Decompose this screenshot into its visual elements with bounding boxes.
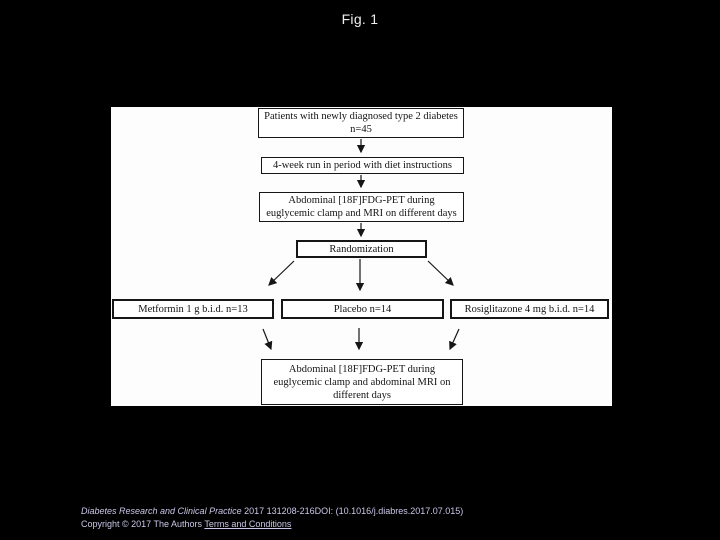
copyright-text: Copyright © 2017 The Authors	[81, 519, 205, 529]
figure-title: Fig. 1	[341, 11, 379, 27]
flow-box-pet-baseline: Abdominal [18F]FDG-PET during euglycemic…	[259, 192, 464, 222]
flow-box-pet-followup-line2: euglycemic clamp and abdominal MRI on	[273, 376, 451, 388]
flow-box-runin-label: 4-week run in period with diet instructi…	[272, 160, 453, 171]
flow-box-randomization: Randomization	[296, 240, 427, 258]
flow-box-randomization-label: Randomization	[329, 243, 394, 255]
flow-box-placebo-arm: Placebo n=14	[281, 299, 444, 319]
flow-box-pet-followup-line3: different days	[333, 389, 391, 401]
flow-box-placebo-label: Placebo n=14	[333, 303, 392, 315]
terms-and-conditions-link[interactable]: Terms and Conditions	[204, 519, 292, 529]
flow-box-patients-line1: Patients with newly diagnosed type 2 dia…	[264, 111, 458, 122]
flow-box-patients-line2: n=45	[350, 124, 372, 135]
flow-box-metformin-arm: Metformin 1 g b.i.d. n=13	[112, 299, 274, 319]
flow-box-pet-baseline-line1: Abdominal [18F]FDG-PET during	[288, 195, 435, 206]
flow-box-rosiglitazone-arm: Rosiglitazone 4 mg b.i.d. n=14	[450, 299, 609, 319]
flow-arrows	[262, 139, 460, 351]
citation-footer: Diabetes Research and Clinical Practice …	[81, 505, 641, 531]
flowchart-figure: Patients with newly diagnosed type 2 dia…	[111, 107, 612, 406]
flow-box-pet-followup: Abdominal [18F]FDG-PET during euglycemic…	[261, 359, 463, 405]
citation-doi: DOI: (10.1016/j.diabres.2017.07.015)	[314, 506, 464, 516]
copyright-line: Copyright © 2017 The Authors Terms and C…	[81, 518, 641, 531]
flow-box-rosiglitazone-label: Rosiglitazone 4 mg b.i.d. n=14	[464, 303, 595, 315]
flow-box-pet-baseline-line2: euglycemic clamp and MRI on different da…	[266, 208, 457, 219]
citation-line: Diabetes Research and Clinical Practice …	[81, 505, 641, 518]
flow-box-runin: 4-week run in period with diet instructi…	[261, 157, 464, 174]
flow-box-metformin-label: Metformin 1 g b.i.d. n=13	[138, 303, 248, 315]
flow-box-patients: Patients with newly diagnosed type 2 dia…	[258, 108, 464, 138]
citation-volume-pages: 2017 131208-216	[241, 506, 315, 516]
journal-name: Diabetes Research and Clinical Practice	[81, 506, 242, 516]
flow-box-pet-followup-line1: Abdominal [18F]FDG-PET during	[288, 363, 436, 375]
